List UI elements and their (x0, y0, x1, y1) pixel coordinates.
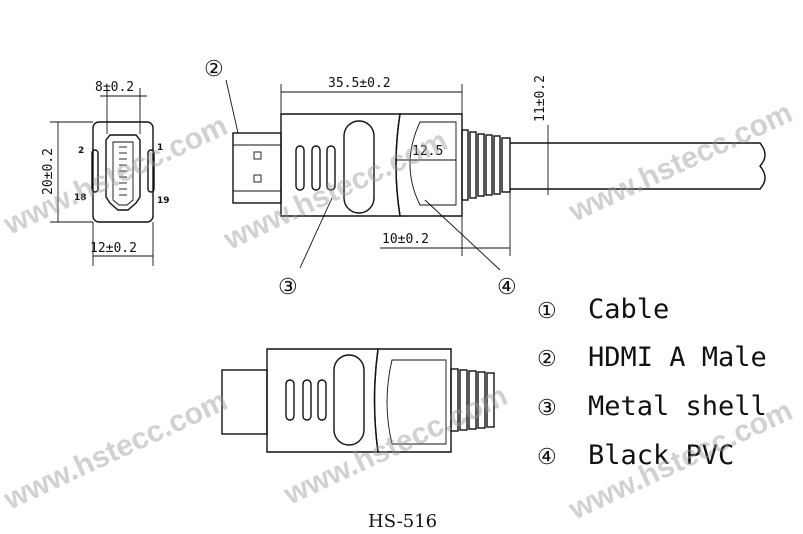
model-number: HS-516 (368, 511, 437, 532)
bottom-shell-grip (333, 354, 365, 446)
side-strain-relief (461, 129, 511, 201)
front-pin-contacts (119, 146, 127, 196)
dim-height-left: 20±0.2 (41, 148, 56, 195)
legend-num-1: ① (537, 299, 557, 324)
side-view: 35.5±0.2 11±0.2 12.5 10±0.2 ② ③ ④ (204, 57, 766, 300)
bottom-metal-shell (266, 348, 379, 453)
callout-4: ④ (497, 275, 517, 300)
dim-boot: 10±0.2 (382, 232, 429, 247)
dim-width-top: 8±0.2 (95, 80, 134, 95)
dim-height: 11±0.2 (533, 75, 548, 122)
legend-num-2: ② (537, 347, 557, 372)
legend-label-shell: Metal shell (588, 391, 767, 422)
front-slot-right (147, 149, 155, 193)
side-shell-slot-1 (295, 145, 305, 191)
legend-num-3: ③ (537, 396, 557, 421)
watermark-4: www.hstecc.com (0, 384, 233, 517)
bottom-view (221, 348, 495, 453)
leader-2 (225, 79, 239, 134)
legend: ① Cable ② HDMI A Male ③ Metal shell ④ Bl… (537, 294, 767, 471)
front-housing (92, 121, 154, 223)
dim-width-bottom: 12±0.2 (90, 241, 137, 256)
pin-label-18: 18 (74, 193, 87, 203)
leader-3 (299, 197, 333, 269)
bottom-shell-slot-1 (285, 379, 295, 421)
side-plug-hole-bottom (253, 174, 262, 183)
front-slot-left (91, 149, 99, 193)
pin-label-19: 19 (157, 196, 170, 206)
dim-length: 35.5±0.2 (328, 76, 391, 91)
side-shell-slot-3 (326, 145, 336, 191)
bottom-strain-relief (450, 368, 495, 432)
bottom-pvc-inner (386, 359, 447, 445)
legend-label-pvc: Black PVC (588, 440, 734, 471)
side-shell-grip (343, 120, 375, 214)
legend-num-4: ④ (537, 445, 557, 470)
side-shell-slot-2 (311, 145, 321, 191)
dim-inner: 12.5 (412, 144, 443, 159)
leader-4 (424, 199, 501, 271)
front-view: 2 1 18 19 8±0.2 12±0.2 20±0.2 (41, 80, 170, 266)
side-plug-hole-top (253, 151, 262, 160)
front-plug-outline (105, 134, 141, 211)
side-cable (510, 142, 766, 190)
callout-2: ② (204, 57, 224, 82)
bottom-shell-slot-2 (302, 379, 312, 421)
bottom-pvc-boot (373, 348, 452, 453)
front-plug-inner (112, 141, 134, 206)
callout-3: ③ (278, 275, 298, 300)
side-pvc-inner (409, 121, 457, 206)
pin-label-2: 2 (78, 146, 84, 156)
bottom-plug-tongue (221, 369, 268, 435)
pin-label-1: 1 (157, 143, 163, 153)
bottom-shell-slot-3 (317, 379, 327, 421)
legend-label-cable: Cable (588, 294, 669, 325)
side-pvc-boot (395, 113, 463, 217)
watermark-5: www.hstecc.com (278, 379, 512, 512)
watermarks: www.hstecc.com www.hstecc.com www.hstecc… (0, 96, 798, 527)
side-plug-tongue (232, 132, 282, 204)
legend-label-hdmi: HDMI A Male (588, 342, 767, 373)
